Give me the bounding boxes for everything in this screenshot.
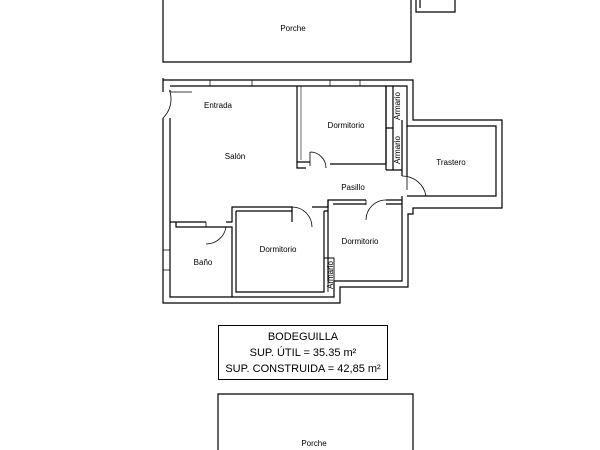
armario-3-label: Armario	[326, 260, 335, 289]
armario-2-label: Armario	[393, 135, 402, 164]
info-sup-construida: SUP. CONSTRUIDA = 42,85 m²	[225, 362, 381, 375]
dormitorio-1-label: Dormitorio	[328, 121, 365, 130]
bano-label: Baño	[194, 258, 213, 267]
entrance-door	[162, 91, 192, 119]
entrada-label: Entrada	[204, 101, 233, 110]
porche-top-label: Porche	[280, 24, 306, 33]
dormitorio-3-label: Dormitorio	[342, 237, 379, 246]
porche-top-outline	[162, 0, 412, 63]
house-outer-wall	[162, 78, 503, 304]
armario-1-label: Armario	[393, 91, 402, 120]
surface-info-box: BODEGUILLA SUP. ÚTIL = 35.35 m² SUP. CON…	[218, 325, 388, 380]
dormitorio-2-door	[291, 206, 313, 228]
top-right-fragment	[415, 0, 456, 13]
bano-window-mark	[163, 249, 170, 271]
dormitorio-1-door	[309, 151, 327, 169]
armario-bottom-walls	[323, 257, 335, 292]
dormitorio-2-walls	[235, 210, 325, 293]
pasillo-label: Pasillo	[341, 183, 365, 192]
salon-bottom-wall	[170, 199, 402, 223]
trastero-partition	[401, 120, 408, 176]
salon-label: Salón	[225, 152, 245, 161]
porche-bottom-label: Porche	[301, 439, 327, 448]
trastero-label: Trastero	[436, 158, 466, 167]
bano-door	[205, 222, 227, 245]
window-marks-top	[209, 80, 361, 86]
dormitorio-2-label: Dormitorio	[260, 245, 297, 254]
porche-bottom-outline	[217, 393, 414, 450]
info-title: BODEGUILLA	[267, 330, 339, 343]
armario-top-walls	[385, 86, 402, 171]
info-sup-util: SUP. ÚTIL = 35.35 m²	[249, 346, 357, 359]
trastero-door	[401, 175, 427, 197]
bano-wall	[175, 222, 233, 297]
dormitorio-3-door	[365, 199, 387, 221]
